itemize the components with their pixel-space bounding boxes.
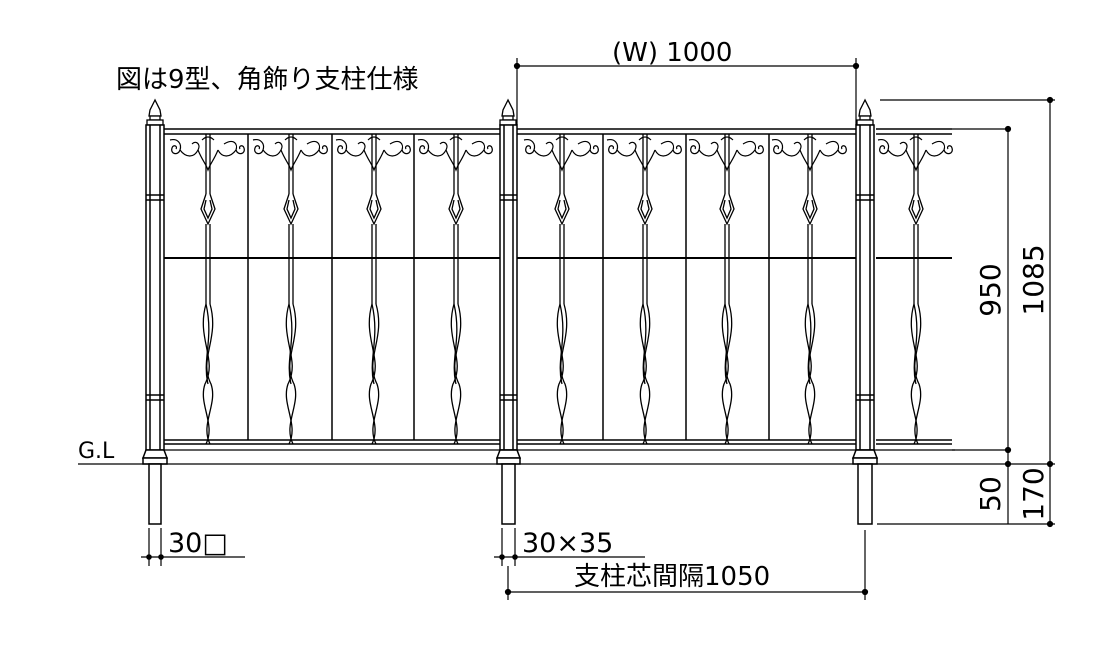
post-pitch-dimension	[504, 530, 869, 600]
end-post-size-label: 30□	[168, 528, 228, 559]
footing-height-label: 50	[974, 476, 1007, 512]
height-dimensions	[877, 96, 1055, 528]
width-dimension	[513, 58, 860, 125]
embed-depth-label: 170	[1017, 467, 1050, 520]
middle-post	[495, 99, 522, 525]
mid-post-size-dimension	[494, 528, 645, 566]
end-post-size-dimension	[141, 528, 245, 566]
ground-line-label: G.L	[78, 439, 115, 464]
mid-post-size-label: 30×35	[522, 528, 613, 559]
ground-line	[78, 449, 955, 465]
panel-height-label: 950	[974, 263, 1007, 316]
plain-bars	[247, 134, 770, 440]
right-post	[851, 99, 879, 525]
end-post	[141, 99, 169, 525]
drawing-caption: 図は9型、角飾り支柱仕様	[116, 65, 419, 95]
decorative-pickets	[200, 133, 924, 445]
width-label: (W) 1000	[612, 38, 732, 68]
scroll-ornaments	[169, 136, 953, 171]
post-pitch-label: 支柱芯間隔1050	[574, 562, 770, 592]
total-height-label: 1085	[1017, 244, 1050, 315]
bottom-rails	[163, 439, 952, 445]
fence-body	[141, 99, 953, 525]
top-rails	[163, 128, 952, 135]
